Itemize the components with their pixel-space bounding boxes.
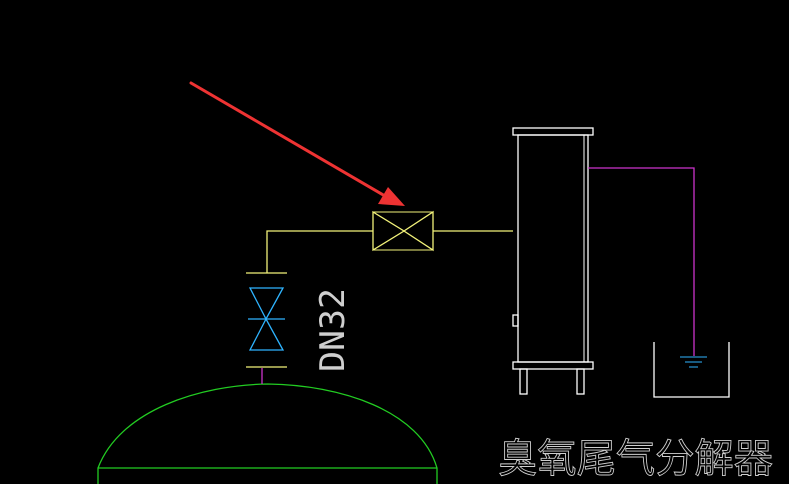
tank-dome [97,383,438,484]
device-left-leg [519,368,528,395]
hvalve-left-wedge [372,210,406,252]
device-side-port [512,314,519,327]
red-arrow-icon [189,81,405,206]
pipe-riser [266,230,373,273]
valve-upper-triangle [248,287,285,321]
tank-dome-outline [97,383,438,484]
device-right-leg [576,368,585,395]
arrow-shaft [189,81,387,198]
valve-size-label: DN32 [313,288,353,372]
drain-line [588,167,695,356]
ground-symbol-icon [680,356,707,368]
arrow-head [378,187,405,206]
device-name-label: 臭氧尾气分解器 [498,436,773,482]
ozone-decomposer-device[interactable] [512,127,594,395]
device-bottom-cap [512,361,594,370]
drain-container [653,342,730,398]
gate-valve-icon[interactable] [246,272,287,368]
valve-lower-triangle [248,317,285,351]
